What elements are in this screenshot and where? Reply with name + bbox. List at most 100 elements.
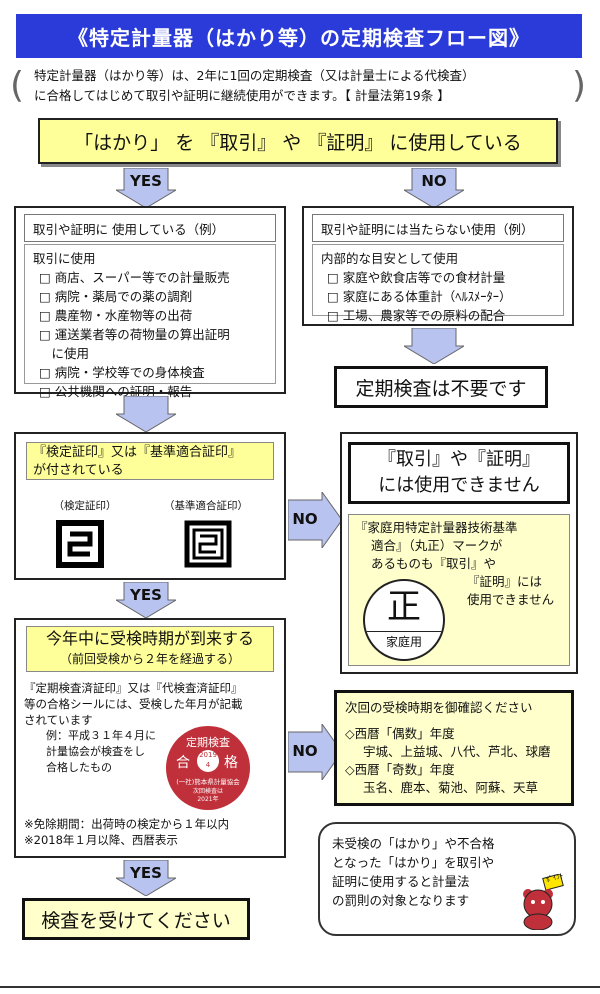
schedule-panel: 次回の受検時期を御確認ください ◇西暦「偶数」年度 宇城、上益城、八代、芦北、球…	[334, 690, 574, 806]
inspection-seal-sticker: 定期検査 合 2019 4 格 (一社)熊本県計量協会 次回検査は 2021年	[166, 726, 250, 810]
list-item: □ 運送業者等の荷物量の算出証明	[39, 327, 230, 342]
list-item: □ 農産物・水産物等の出荷	[39, 308, 193, 323]
odd-year-areas: 玉名、鹿本、菊池、阿蘇、天草	[363, 780, 539, 795]
arrow-down-icon	[114, 859, 178, 897]
arrow-down-icon	[114, 167, 178, 209]
list-item: □ 家庭にある体重計（ﾍﾙｽﾒｰﾀｰ）	[327, 289, 512, 304]
arrow-down-icon	[402, 327, 466, 365]
yes-arrow-3: YES	[114, 859, 178, 897]
arrow-right-icon	[287, 722, 343, 782]
mark-character: 正	[387, 587, 421, 627]
non-usage-list-title: 内部的な目安として使用	[321, 251, 459, 266]
warning-line-2: となった「はかり」を取引や	[332, 855, 495, 870]
period-question: 今年中に受検時期が到来する （前回受検から２年を経過する）	[26, 626, 274, 672]
conformity-stamp-label: （基準適合証印）	[164, 500, 248, 512]
warning-line-1: 未受検の「はかり」や不合格	[332, 836, 495, 851]
seal-sticker-next: 次回検査は	[192, 788, 223, 795]
period-title: 今年中に受検時期が到来する	[45, 629, 254, 648]
yes-label-2: YES	[130, 586, 162, 604]
seal-sticker-top: 定期検査	[186, 736, 230, 749]
even-year-areas: 宇城、上益城、八代、芦北、球磨	[363, 744, 551, 759]
household-line-3: あるものも『取引』や	[371, 556, 497, 571]
down-arrow-yes	[114, 395, 178, 433]
period-body-line-3: されています	[24, 713, 93, 727]
question-box: 「はかり」 を 『取引』 や 『証明』 に使用している	[38, 118, 558, 164]
mark-label: 家庭用	[365, 631, 443, 652]
seal-sticker-next-year: 2021年	[197, 796, 219, 803]
seal-sticker-month: 4	[205, 761, 211, 769]
non-usage-list: 内部的な目安として使用 □ 家庭や飲食店等での食材計量 □ 家庭にある体重計（ﾍ…	[312, 244, 564, 323]
seal-sticker-date: 2019 4	[197, 750, 219, 772]
household-line-4: 『証明』には	[467, 574, 543, 589]
seal-example-text: 例：平成３１年４月に 計量協会が検査をし 合格したもの	[46, 728, 176, 776]
example-line-2: 計量協会が検査をし	[46, 745, 145, 758]
inspection-not-required: 定期検査は不要です	[334, 366, 548, 408]
bottom-divider	[0, 986, 600, 988]
household-line-1: 『家庭用特定計量器技術基準	[355, 520, 518, 535]
inspection-period-panel: 今年中に受検時期が到来する （前回受検から２年を経過する） 『定期検査済証印』又…	[14, 618, 286, 858]
intro-note: 特定計量器（はかり等）は、2年に1回の定期検査（又は計量士による代検査） に合格…	[22, 66, 582, 106]
arrow-down-icon	[402, 167, 466, 209]
period-note-2: ※2018年１月以降、西暦表示	[24, 833, 178, 847]
non-usage-head: 取引や証明には当たらない使用（例）	[312, 214, 564, 242]
cannot-use-heading: 『取引』や『証明』 には使用できません	[348, 442, 570, 504]
seal-sticker-org: (一社)熊本県計量協会	[176, 778, 240, 786]
arrow-down-icon	[114, 581, 178, 619]
period-note-1: ※免除期間：出荷時の検定から１年以内	[24, 817, 230, 831]
conformity-stamp-icon	[184, 520, 232, 568]
no-label-1: NO	[421, 172, 447, 190]
schedule-title: 次回の受検時期を御確認ください	[345, 700, 533, 715]
warning-line-4: の罰則の対象となります	[332, 893, 470, 908]
list-item: に使用	[39, 346, 90, 361]
no-label-3: NO	[292, 742, 318, 760]
take-inspection-box: 検査を受けてください	[22, 898, 250, 940]
no-arrow-1: NO	[402, 167, 466, 209]
period-subtitle: （前回受検から２年を経過する）	[59, 652, 240, 666]
non-usage-panel: 取引や証明には当たらない使用（例） 内部的な目安として使用 □ 家庭や飲食店等で…	[302, 206, 574, 326]
period-body-line-1: 『定期検査済証印』又は『代検査済証印』	[24, 681, 243, 695]
no-label-2: NO	[292, 510, 318, 528]
list-item: □ 公共機関への証明・報告	[39, 384, 193, 399]
seal-sticker-right: 格	[224, 755, 238, 771]
list-item: □ 商店、スーパー等での計量販売	[39, 270, 230, 285]
no-arrow-right-2: NO	[287, 722, 343, 782]
cannot-use-line-2: には使用できません	[378, 475, 540, 496]
warning-line-3: 証明に使用すると計量法	[332, 874, 470, 889]
period-notes: ※免除期間：出荷時の検定から１年以内 ※2018年１月以降、西暦表示	[24, 816, 280, 848]
list-item: □ 病院・学校等での身体検査	[39, 365, 205, 380]
cannot-use-line-1: 『取引』や『証明』	[378, 449, 540, 470]
usage-examples-panel: 取引や証明に 使用している（例） 取引に使用 □ 商店、スーパー等での計量販売 …	[14, 206, 286, 399]
seal-question-line-2: が付されている	[33, 463, 124, 478]
yes-arrow-2: YES	[114, 581, 178, 619]
intro-line-1: 特定計量器（はかり等）は、2年に1回の定期検査（又は計量士による代検査）	[34, 68, 475, 83]
seal-panel: 『検定証印』又は『基準適合証印』 が付されている （検定証印） （基準適合証印）	[14, 432, 286, 580]
list-item: □ 工場、農家等での原料の配合	[327, 308, 506, 323]
verification-stamp-icon	[56, 520, 104, 568]
mascot-icon: ﾎﾟｲﾝﾄ	[518, 872, 564, 931]
list-item: □ 病院・薬局での薬の調剤	[39, 289, 193, 304]
yes-arrow-1: YES	[114, 167, 178, 209]
left-bracket: (	[10, 65, 25, 106]
kumamon-mascot-icon	[523, 873, 564, 931]
verification-stamp-label: （検定証印）	[53, 500, 117, 512]
seal-sticker-year: 2019	[199, 751, 217, 759]
usage-examples-head: 取引や証明に 使用している（例）	[24, 214, 276, 242]
household-line-2: 適合』（丸正）マークが	[371, 538, 503, 553]
penalty-warning: 未受検の「はかり」や不合格 となった「はかり」を取引や 証明に使用すると計量法 …	[318, 822, 576, 936]
cannot-use-panel: 『取引』や『証明』 には使用できません 『家庭用特定計量器技術基準 適合』（丸正…	[340, 432, 578, 674]
usage-examples-list: 取引に使用 □ 商店、スーパー等での計量販売 □ 病院・薬局での薬の調剤 □ 農…	[24, 244, 276, 399]
even-year-heading: ◇西暦「偶数」年度	[345, 726, 455, 741]
seal-question-line-1: 『検定証印』又は『基準適合証印』	[33, 445, 242, 460]
period-body-line-2: 等の合格シールには、受検した年月が記載	[24, 697, 243, 711]
seal-sticker-left: 合	[176, 755, 190, 771]
page-title: 《特定計量器（はかり等）の定期検査フロー図》	[16, 14, 582, 58]
household-line-5: 使用できません	[467, 592, 555, 607]
yes-label-1: YES	[130, 172, 162, 190]
yes-label-3: YES	[130, 864, 162, 882]
example-line-1: 例：平成３１年４月に	[46, 729, 156, 742]
arrow-down-icon	[114, 395, 178, 433]
odd-year-heading: ◇西暦「奇数」年度	[345, 762, 455, 777]
intro-line-2: に合格してはじめて取引や証明に継続使用ができます。【 計量法第19条 】	[34, 88, 450, 103]
period-body: 『定期検査済証印』又は『代検査済証印』 等の合格シールには、受検した年月が記載 …	[24, 680, 280, 728]
list-item: □ 家庭や飲食店等での食材計量	[327, 270, 506, 285]
